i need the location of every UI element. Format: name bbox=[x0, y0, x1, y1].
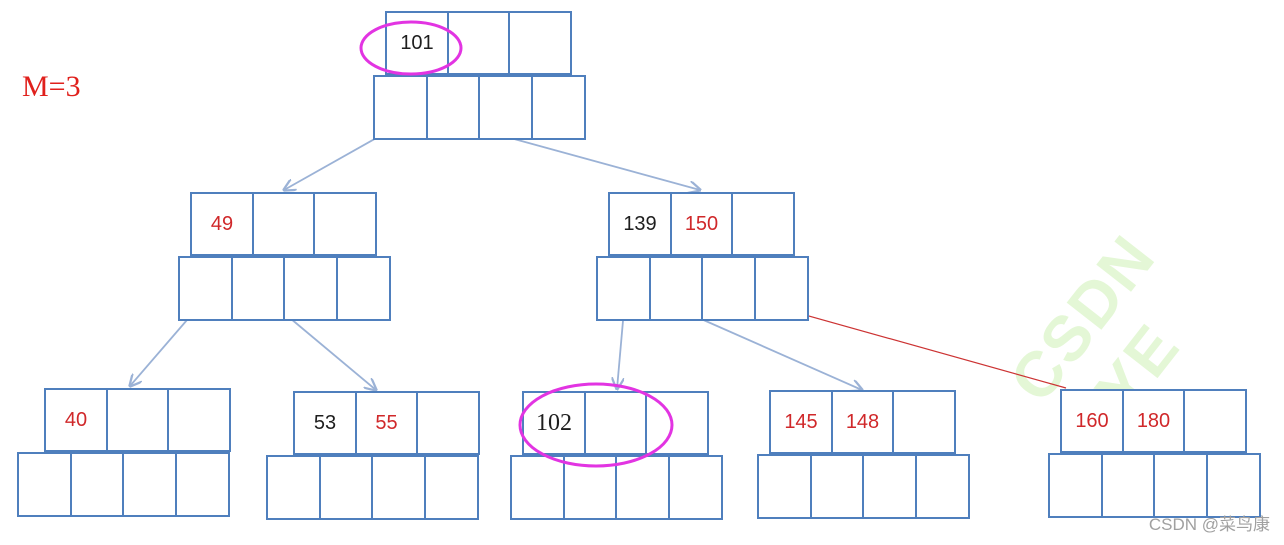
key-cell bbox=[731, 192, 795, 256]
key-cell bbox=[645, 391, 709, 455]
pointer-row bbox=[178, 256, 391, 321]
pointer-cell bbox=[266, 455, 321, 520]
key-cell: 53 bbox=[293, 391, 357, 455]
key-cell: 101 bbox=[385, 11, 449, 75]
pointer-row bbox=[510, 455, 723, 520]
pointer-cell bbox=[1100, 453, 1156, 518]
key-row: 101 bbox=[385, 11, 572, 75]
pointer-row bbox=[757, 454, 970, 519]
pointer-cell bbox=[373, 75, 428, 140]
key-cell: 180 bbox=[1121, 389, 1186, 453]
key-row: 40 bbox=[44, 388, 231, 452]
pointer-cell bbox=[318, 455, 374, 520]
key-cell: 40 bbox=[44, 388, 108, 452]
pointer-cell bbox=[701, 256, 756, 321]
key-cell bbox=[167, 388, 231, 452]
pointer-cell bbox=[530, 75, 586, 140]
key-cell: 150 bbox=[669, 192, 734, 256]
pointer-row bbox=[266, 455, 479, 520]
pointer-cell bbox=[230, 256, 286, 321]
pointer-cell bbox=[425, 75, 481, 140]
key-row: 49 bbox=[190, 192, 377, 256]
watermark: CSDN @菜鸟康 bbox=[1148, 515, 1270, 534]
pointer-cell bbox=[596, 256, 651, 321]
pointer-cell bbox=[283, 256, 338, 321]
pointer-cell bbox=[562, 455, 618, 520]
pointer-cell bbox=[648, 256, 704, 321]
pointer-cell bbox=[757, 454, 812, 519]
key-cell bbox=[313, 192, 377, 256]
key-cell bbox=[416, 391, 480, 455]
key-cell: 139 bbox=[608, 192, 672, 256]
pointer-cell bbox=[809, 454, 865, 519]
key-cell: 102 bbox=[522, 391, 586, 455]
pointer-cell bbox=[615, 455, 670, 520]
pointer-cell bbox=[478, 75, 533, 140]
pointer-cell bbox=[423, 455, 479, 520]
pointer-cell bbox=[178, 256, 233, 321]
key-cell bbox=[1183, 389, 1247, 453]
pointer-cell bbox=[371, 455, 426, 520]
key-row: 102 bbox=[522, 391, 709, 455]
pointer-row bbox=[373, 75, 586, 140]
pointer-cell bbox=[1153, 453, 1208, 518]
key-cell: 160 bbox=[1060, 389, 1124, 453]
key-cell bbox=[892, 390, 956, 454]
pointer-row bbox=[17, 452, 230, 517]
key-cell bbox=[446, 11, 511, 75]
pointer-cell bbox=[174, 452, 230, 517]
key-cell: 145 bbox=[769, 390, 833, 454]
key-cell bbox=[583, 391, 648, 455]
key-cell bbox=[105, 388, 170, 452]
pointer-cell bbox=[1048, 453, 1103, 518]
pointer-cell bbox=[69, 452, 125, 517]
key-cell bbox=[508, 11, 572, 75]
pointer-cell bbox=[753, 256, 809, 321]
pointer-row bbox=[596, 256, 809, 321]
pointer-cell bbox=[335, 256, 391, 321]
pointer-row bbox=[1048, 453, 1261, 518]
pointer-cell bbox=[667, 455, 723, 520]
key-cell: 55 bbox=[354, 391, 419, 455]
pointer-cell bbox=[1205, 453, 1261, 518]
key-cell: 148 bbox=[830, 390, 895, 454]
key-cell: 49 bbox=[190, 192, 254, 256]
m-order-label: M=3 bbox=[22, 70, 81, 103]
key-cell bbox=[251, 192, 316, 256]
pointer-cell bbox=[17, 452, 72, 517]
pointer-cell bbox=[862, 454, 917, 519]
pointer-cell bbox=[510, 455, 565, 520]
pointer-cell bbox=[122, 452, 177, 517]
pointer-cell bbox=[914, 454, 970, 519]
